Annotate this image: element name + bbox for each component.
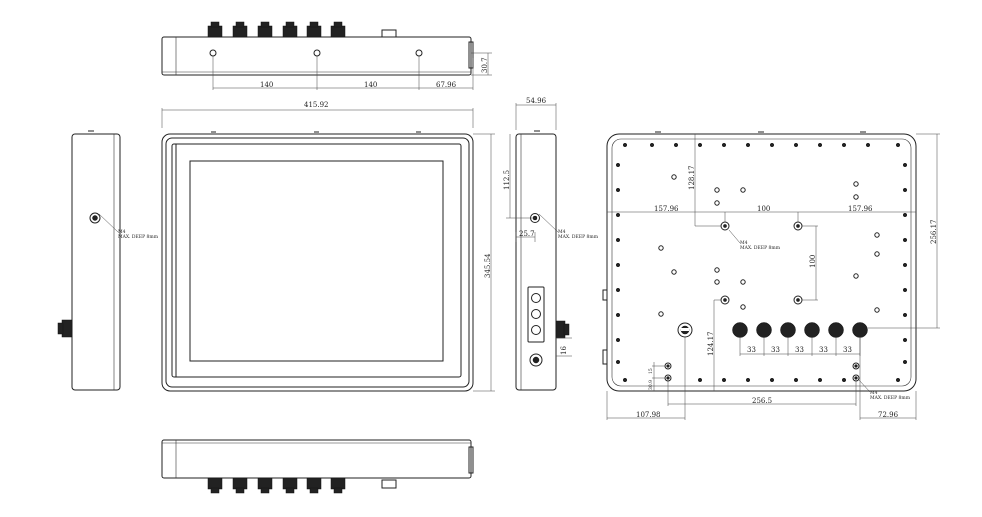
dim-top-spacing-1: 140 <box>260 81 273 89</box>
dim-connector-pitch-3: 33 <box>795 346 804 354</box>
rear-inner-holes <box>658 174 880 317</box>
front-view: 415.92 345.54 <box>161 101 495 392</box>
dim-top-spacing-2: 140 <box>364 81 377 89</box>
dim-front-width: 415.92 <box>304 101 329 109</box>
dim-top-right-offset: 67.96 <box>436 81 457 89</box>
rear-bottom-note-line1: M4 <box>870 390 878 396</box>
dim-front-height: 345.54 <box>484 253 492 278</box>
dim-rear-height-upper: 128.17 <box>688 166 696 191</box>
dim-connector-pitch-1: 33 <box>747 346 756 354</box>
dim-rear-vesa-h: 100 <box>757 205 770 213</box>
rear-connectors <box>732 322 868 338</box>
dim-connector-pitch-2: 33 <box>771 346 780 354</box>
dim-rear-vesa-v: 100 <box>809 255 817 268</box>
left-screw-note-line1: M4 <box>118 229 126 235</box>
dim-top-side-height: 30.7 <box>481 57 489 73</box>
dim-rear-bottom-span: 256.5 <box>752 397 772 405</box>
rear-edge-holes <box>615 142 908 383</box>
rear-bottom-note-line2: MAX. DEEP 8mm <box>870 395 911 401</box>
dim-rear-right-span: 157.96 <box>848 205 873 213</box>
left-screw-note-line2: MAX. DEEP 8mm <box>118 234 159 240</box>
dim-rear-left-span: 157.96 <box>654 205 679 213</box>
right-screw-note-line2: MAX. DEEP 8mm <box>558 234 599 240</box>
dim-side-depth: 54.96 <box>526 97 547 105</box>
dim-connector-pitch-5: 33 <box>843 346 852 354</box>
dim-rear-total-height: 256.17 <box>930 220 938 245</box>
bottom-view <box>161 439 474 494</box>
dim-rear-bottom-left: 107.98 <box>636 411 661 419</box>
dim-rear-lower-height: 124.17 <box>707 332 715 357</box>
dim-connector-pitch-4: 33 <box>819 346 828 354</box>
top-view: 140 140 67.96 30.7 <box>161 21 492 90</box>
left-side-view: M4 MAX. DEEP 8mm <box>57 130 159 391</box>
rear-screw-note-line1: M4 <box>740 240 748 246</box>
rear-screw-note-line2: MAX. DEEP 8mm <box>740 245 781 251</box>
top-connectors <box>207 21 397 38</box>
rear-view: M4 MAX. DEEP 8mm 157.96 100 157.96 128.1… <box>602 131 940 420</box>
right-screw-note-line1: M4 <box>558 229 566 235</box>
dim-rear-left-small-b: 30.9 <box>648 380 654 390</box>
right-side-view: 54.96 M4 MAX. DEEP 8mm 112.5 25.7 16 <box>503 97 599 391</box>
dim-rear-left-small-a: 15 <box>648 368 654 374</box>
dim-side-horizontal-offset: 25.7 <box>519 230 535 238</box>
dim-rear-bottom-right: 72.96 <box>878 411 899 419</box>
dim-side-vertical-offset: 112.5 <box>503 170 511 190</box>
dim-side-bottom-offset: 16 <box>560 346 568 355</box>
